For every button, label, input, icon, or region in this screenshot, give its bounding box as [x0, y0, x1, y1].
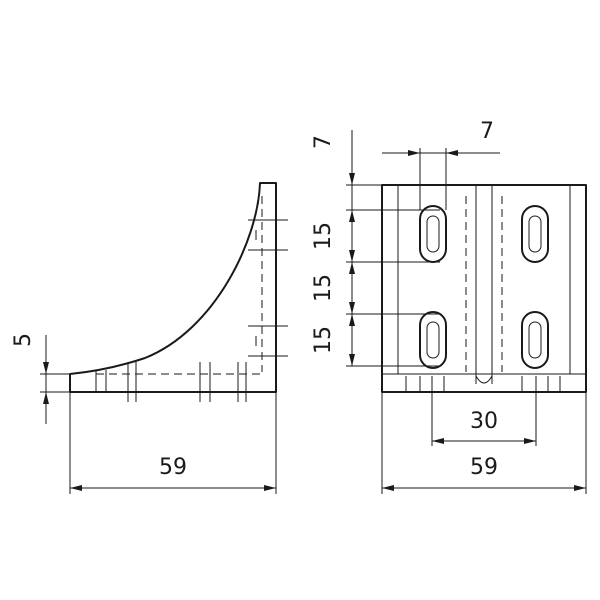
thickness-arrow [43, 362, 49, 374]
front-width-arrow [574, 485, 586, 491]
pitch-dimension-label-3: 15 [311, 326, 336, 354]
slot-bottom-left-inner [426, 321, 440, 359]
slot-width-dimension-label: 7 [480, 119, 494, 144]
side-view: 5 59 [11, 182, 288, 494]
thickness-arrow [43, 392, 49, 404]
slot-bottom-left [419, 311, 447, 369]
slot-bottom-right [521, 311, 549, 369]
pitch-arrow [349, 250, 355, 262]
spacing-arrow [432, 438, 444, 444]
pitch-arrow [349, 314, 355, 326]
front-width-arrow [382, 485, 394, 491]
front-view-outline [381, 184, 587, 393]
spacing-arrow [524, 438, 536, 444]
center-groove-bottom [475, 375, 493, 384]
side-width-dimension-label: 59 [159, 455, 187, 480]
front-width-dimension-label: 59 [470, 455, 498, 480]
side-width-arrow [70, 485, 82, 491]
slot-top-right-inner [528, 215, 542, 253]
slot-width-arrow [408, 150, 420, 156]
pitch-dimension-label-2: 15 [311, 274, 336, 302]
thickness-dimension-label: 5 [11, 333, 36, 347]
pitch-dimension-label-1: 15 [311, 222, 336, 250]
pitch-arrow [349, 302, 355, 314]
slot-top-left [419, 205, 447, 263]
side-view-outline [69, 182, 277, 393]
slot-width-arrow [446, 150, 458, 156]
top-offset-dimension-label: 7 [311, 135, 336, 149]
pitch-arrow [349, 210, 355, 222]
pitch-arrow [349, 173, 355, 185]
slot-top-left-inner [426, 215, 440, 253]
pitch-arrow [349, 354, 355, 366]
front-view: 7 7 15 15 15 30 59 [311, 119, 587, 494]
spacing-dimension-label: 30 [470, 409, 498, 434]
pitch-arrow [349, 262, 355, 274]
slot-bottom-right-inner [528, 321, 542, 359]
side-width-arrow [264, 485, 276, 491]
slot-top-right [521, 205, 549, 263]
